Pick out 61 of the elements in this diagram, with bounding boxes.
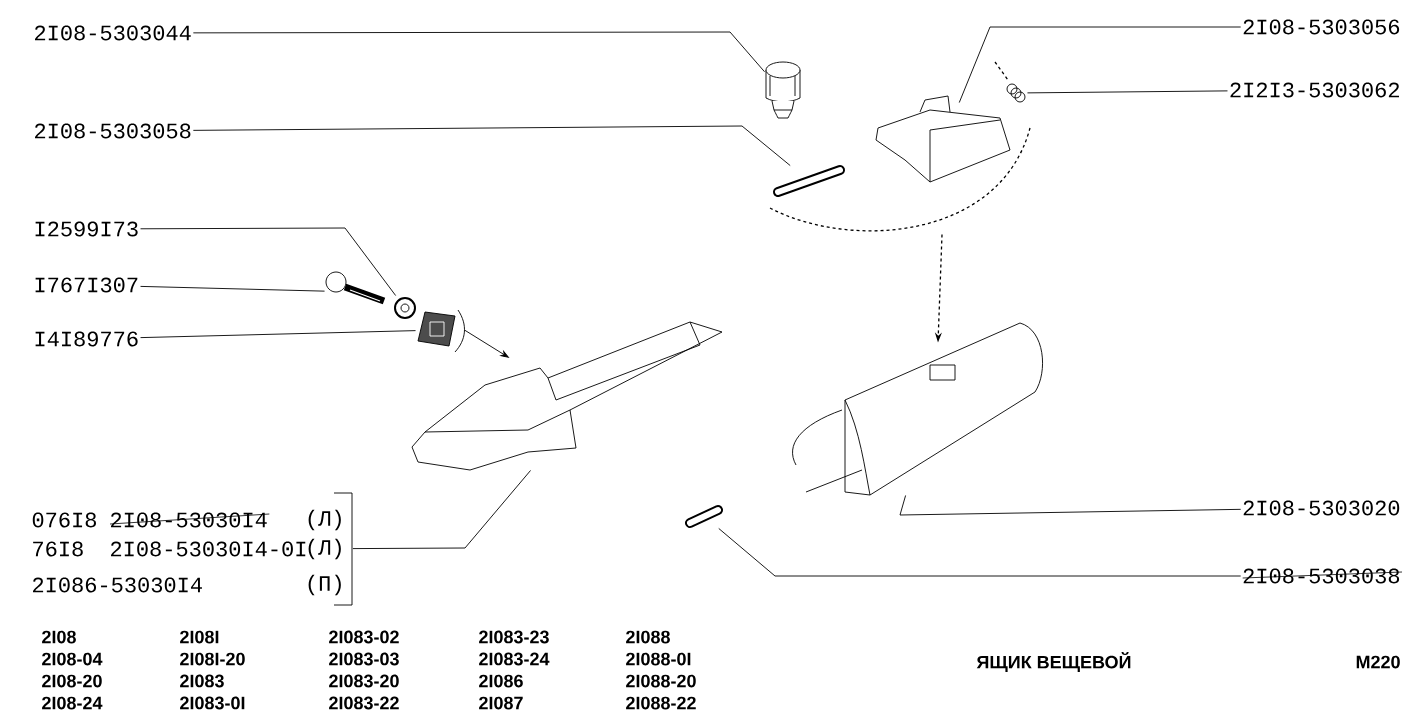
model-code: 2I088 xyxy=(626,630,670,644)
leader-line xyxy=(352,470,531,550)
model-code: 2I083-03 xyxy=(329,652,399,666)
part-number: (Л) xyxy=(308,509,341,531)
leader-line xyxy=(192,31,765,73)
pin-drawing xyxy=(685,505,723,528)
leader-line xyxy=(140,330,416,339)
model-code: 2I08-20 xyxy=(42,674,102,688)
leader-line xyxy=(140,227,397,296)
model-code: 2I086 xyxy=(479,674,523,688)
part-number: 2I08-53030I4 xyxy=(109,512,270,528)
spring-drawing xyxy=(1006,83,1026,103)
model-code: 2I087 xyxy=(479,696,523,710)
part-number: 2I08-5303038 xyxy=(1242,568,1403,584)
model-code: 2I083 xyxy=(180,674,224,688)
pin-drawing xyxy=(773,165,845,197)
caption: ЯЩИК ВЕЩЕВОЙ xyxy=(976,652,1131,672)
lid-drawing xyxy=(792,322,1043,496)
part-number: I4I89776 xyxy=(35,331,138,347)
model-code: 2I08I xyxy=(180,630,219,644)
part-number: 2I08-53030I4-0I xyxy=(111,541,306,557)
leader-line xyxy=(958,26,1242,103)
leader-line xyxy=(718,528,1242,577)
model-code: 2I083-24 xyxy=(479,652,550,666)
model-code: 2I08 xyxy=(42,630,76,644)
part-number: 2I2I3-5303062 xyxy=(1230,82,1399,98)
bracket xyxy=(32,492,353,606)
leader-line xyxy=(192,125,791,166)
part-number: I2599I73 xyxy=(35,221,138,237)
part-number: I767I307 xyxy=(35,277,138,293)
leader-line xyxy=(1027,90,1228,94)
part-number: (П) xyxy=(308,574,341,596)
part-number: 2I086-53030I4 xyxy=(33,577,202,593)
model-code: 2I083-22 xyxy=(329,696,399,710)
model-code: 2I083-20 xyxy=(329,674,399,688)
part-number: 2I08-5303056 xyxy=(1243,19,1400,35)
model-code: 2I08-24 xyxy=(42,696,103,710)
part-number: 2I08-5303044 xyxy=(35,25,191,41)
cap-drawing xyxy=(765,61,801,119)
clip-drawing xyxy=(417,309,465,353)
part-number: (Л) xyxy=(308,538,341,560)
leader-line xyxy=(140,285,325,292)
model-code: 2I08I-20 xyxy=(180,652,245,666)
arrow xyxy=(464,329,509,358)
latch-drawing xyxy=(875,95,1011,183)
model-code: 2I088-22 xyxy=(626,696,696,710)
model-code: 2I083-23 xyxy=(479,630,549,644)
leader-line xyxy=(899,495,1242,516)
part-number: 076I8 xyxy=(32,512,96,528)
tray-drawing xyxy=(411,321,723,471)
model-code: 2I088-20 xyxy=(626,674,696,688)
screw-drawing xyxy=(325,271,386,305)
part-number: 76I8 xyxy=(33,541,83,557)
model-code: 2I08-04 xyxy=(42,652,103,666)
model-code: 2I083-02 xyxy=(329,630,399,644)
model-code: 2I088-0I xyxy=(626,652,691,666)
model-code: 2I083-0I xyxy=(180,696,245,710)
figure-number: M220 xyxy=(1356,655,1400,669)
part-number: 2I08-5303020 xyxy=(1243,500,1400,516)
washer-drawing xyxy=(394,297,416,319)
part-number: 2I08-5303058 xyxy=(35,123,191,139)
